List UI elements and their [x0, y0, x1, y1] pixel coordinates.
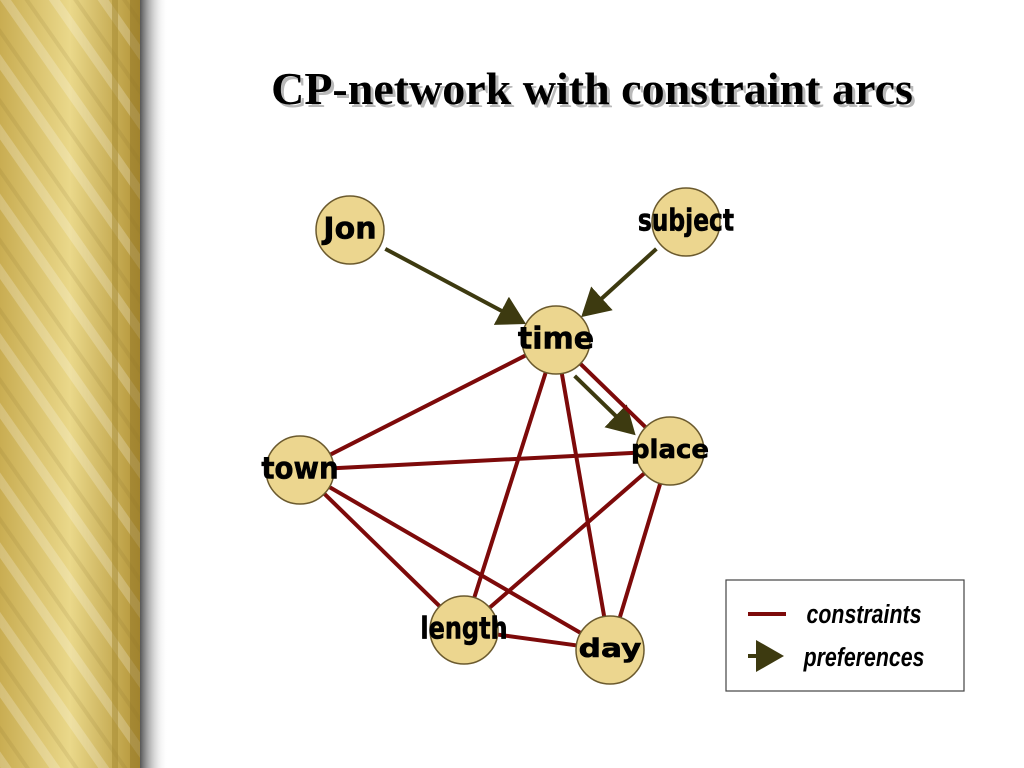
constraint-edge-town-length — [318, 488, 446, 612]
constraint-edge-time-place — [574, 358, 652, 433]
constraint-edge-place-length — [483, 467, 651, 614]
constraint-edge-place-day — [616, 476, 664, 625]
constraint-edge-town-day — [322, 482, 588, 638]
slide-title-text: CP-network with constraint arcs — [271, 63, 913, 114]
node-place: place — [631, 416, 709, 486]
node-length-circle — [429, 595, 499, 665]
constraint-edge-town-place — [326, 450, 644, 471]
nodes-layer: Jon subject time town place length day — [261, 187, 735, 685]
node-town-label: town — [261, 450, 338, 485]
node-jon: Jon — [315, 195, 385, 265]
decorative-pillar — [0, 0, 168, 768]
preference-edge-subject-time — [581, 247, 658, 318]
node-jon-label: Jon — [321, 212, 376, 247]
node-time-circle — [521, 305, 591, 375]
node-day: day — [575, 615, 645, 685]
slide-title-shadow: CP-network with constraint arcs — [274, 66, 916, 117]
node-jon-circle — [315, 195, 385, 265]
constraint-edge-time-length — [470, 365, 550, 605]
slide-title: CP-network with constraint arcs CP-netwo… — [160, 62, 1024, 117]
constraint-edge-length-day — [490, 631, 584, 649]
constraint-edge-time-day — [558, 366, 608, 624]
legend: constraints preferences — [725, 579, 965, 692]
node-subject: subject — [638, 187, 735, 257]
node-subject-circle — [651, 187, 721, 257]
constraint-edge-time-town — [323, 351, 533, 459]
node-subject-label: subject — [638, 204, 734, 239]
node-town: town — [261, 435, 339, 505]
edges-layer — [318, 247, 664, 649]
legend-constraint-label: constraints — [807, 600, 922, 630]
preference-edge-jon-time — [384, 247, 527, 325]
preference-edge-time-place — [573, 374, 636, 436]
node-length: length — [420, 595, 508, 665]
node-day-circle — [575, 615, 645, 685]
node-day-label: day — [579, 633, 642, 664]
node-town-circle — [265, 435, 335, 505]
legend-preference-label: preferences — [803, 643, 925, 673]
node-time-label: time — [518, 322, 594, 357]
node-place-label: place — [631, 435, 709, 465]
node-length-label: length — [420, 612, 507, 646]
legend-box — [725, 579, 965, 692]
node-time: time — [518, 305, 594, 375]
node-place-circle — [635, 416, 705, 486]
